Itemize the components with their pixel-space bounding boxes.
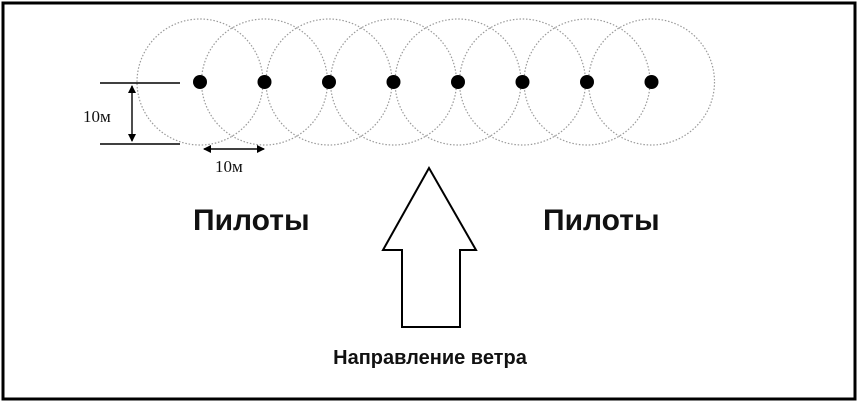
wind-direction-arrow-icon — [381, 165, 478, 328]
marker-dot — [322, 75, 336, 89]
coverage-circle — [587, 18, 716, 146]
pilots-label-left: Пилоты — [193, 204, 310, 237]
circle-diameter-dimension: 10м — [83, 82, 180, 145]
marker-dot — [193, 75, 207, 89]
marker-dot — [451, 75, 465, 89]
marker-dot — [644, 75, 659, 89]
marker-dot — [580, 75, 594, 89]
marker-spacing-label: 10м — [215, 157, 243, 176]
marker-dot — [257, 75, 272, 89]
pilots-label-right: Пилоты — [543, 204, 660, 237]
marker-dot — [386, 75, 401, 89]
circle-diameter-label: 10м — [83, 107, 111, 126]
marker-dots — [193, 75, 659, 89]
wind-direction-label: Направление ветра — [333, 347, 528, 369]
marker-spacing-dimension: 10м — [203, 145, 265, 176]
marker-dot — [515, 75, 530, 89]
